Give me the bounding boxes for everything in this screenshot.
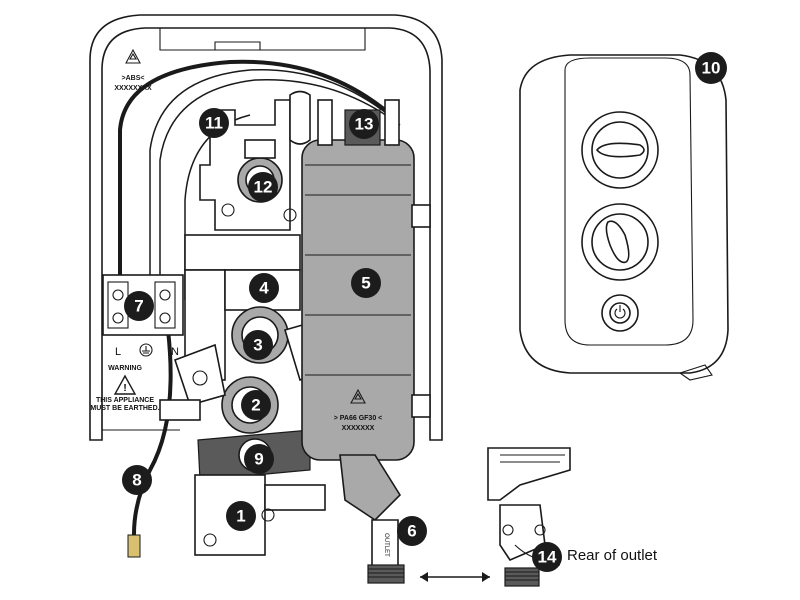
svg-text:2: 2 <box>251 396 260 415</box>
svg-text:10: 10 <box>702 59 721 78</box>
terminal-live-label: L <box>115 346 121 358</box>
warning-line2: MUST BE EARTHED. <box>90 405 159 412</box>
badge-13: 13 <box>349 109 379 139</box>
badge-4: 4 <box>249 273 279 303</box>
svg-text:3: 3 <box>253 336 262 355</box>
warning-line1: THIS APPLIANCE <box>96 397 154 404</box>
abs-code-mark: XXXXXXXX <box>114 85 152 92</box>
svg-text:14: 14 <box>538 548 557 567</box>
terminal-neutral-label: N <box>171 346 179 358</box>
warning-triangle-icon: ! <box>113 374 137 395</box>
backplate <box>89 14 443 441</box>
svg-text:11: 11 <box>205 114 223 133</box>
temperature-knob[interactable] <box>581 111 659 189</box>
power-knob[interactable] <box>581 203 659 281</box>
badge-12: 12 <box>248 172 278 202</box>
badge-9: 9 <box>244 444 274 474</box>
earth-symbol-icon <box>139 343 153 357</box>
abs-material-mark: >ABS< <box>122 75 145 82</box>
badge-11: 11 <box>199 108 229 138</box>
badge-10: 10 <box>695 52 727 84</box>
recycle-icon <box>125 48 141 64</box>
badge-2: 2 <box>241 390 271 420</box>
svg-text:!: ! <box>123 383 126 394</box>
badge-3: 3 <box>243 330 273 360</box>
rear-outlet-detail <box>487 447 571 587</box>
svg-text:7: 7 <box>134 297 143 316</box>
rear-outlet-caption: Rear of outlet <box>567 547 658 564</box>
svg-text:6: 6 <box>407 522 416 541</box>
badge-8: 8 <box>122 465 152 495</box>
warning-title: WARNING <box>108 365 142 372</box>
start-stop-button[interactable] <box>601 294 639 332</box>
pa66-material-mark: > PA66 GF30 < <box>334 415 383 422</box>
badge-14: 14 <box>532 542 562 572</box>
badge-5: 5 <box>351 268 381 298</box>
svg-text:4: 4 <box>259 279 269 298</box>
svg-text:1: 1 <box>236 507 245 526</box>
outlet <box>367 519 405 584</box>
badge-7: 7 <box>124 291 154 321</box>
svg-text:12: 12 <box>254 178 273 197</box>
pa66-code-mark: XXXXXXX <box>342 425 375 432</box>
svg-text:8: 8 <box>132 471 141 490</box>
heater-can <box>301 99 431 522</box>
cables <box>118 59 401 558</box>
svg-text:5: 5 <box>361 274 370 293</box>
svg-text:13: 13 <box>355 115 374 134</box>
double-arrow-icon <box>420 572 490 582</box>
svg-text:9: 9 <box>254 450 263 469</box>
outlet-text: OUTLET <box>383 533 389 557</box>
badge-1: 1 <box>226 501 256 531</box>
recycle-icon <box>350 388 366 404</box>
badge-6: 6 <box>397 516 427 546</box>
